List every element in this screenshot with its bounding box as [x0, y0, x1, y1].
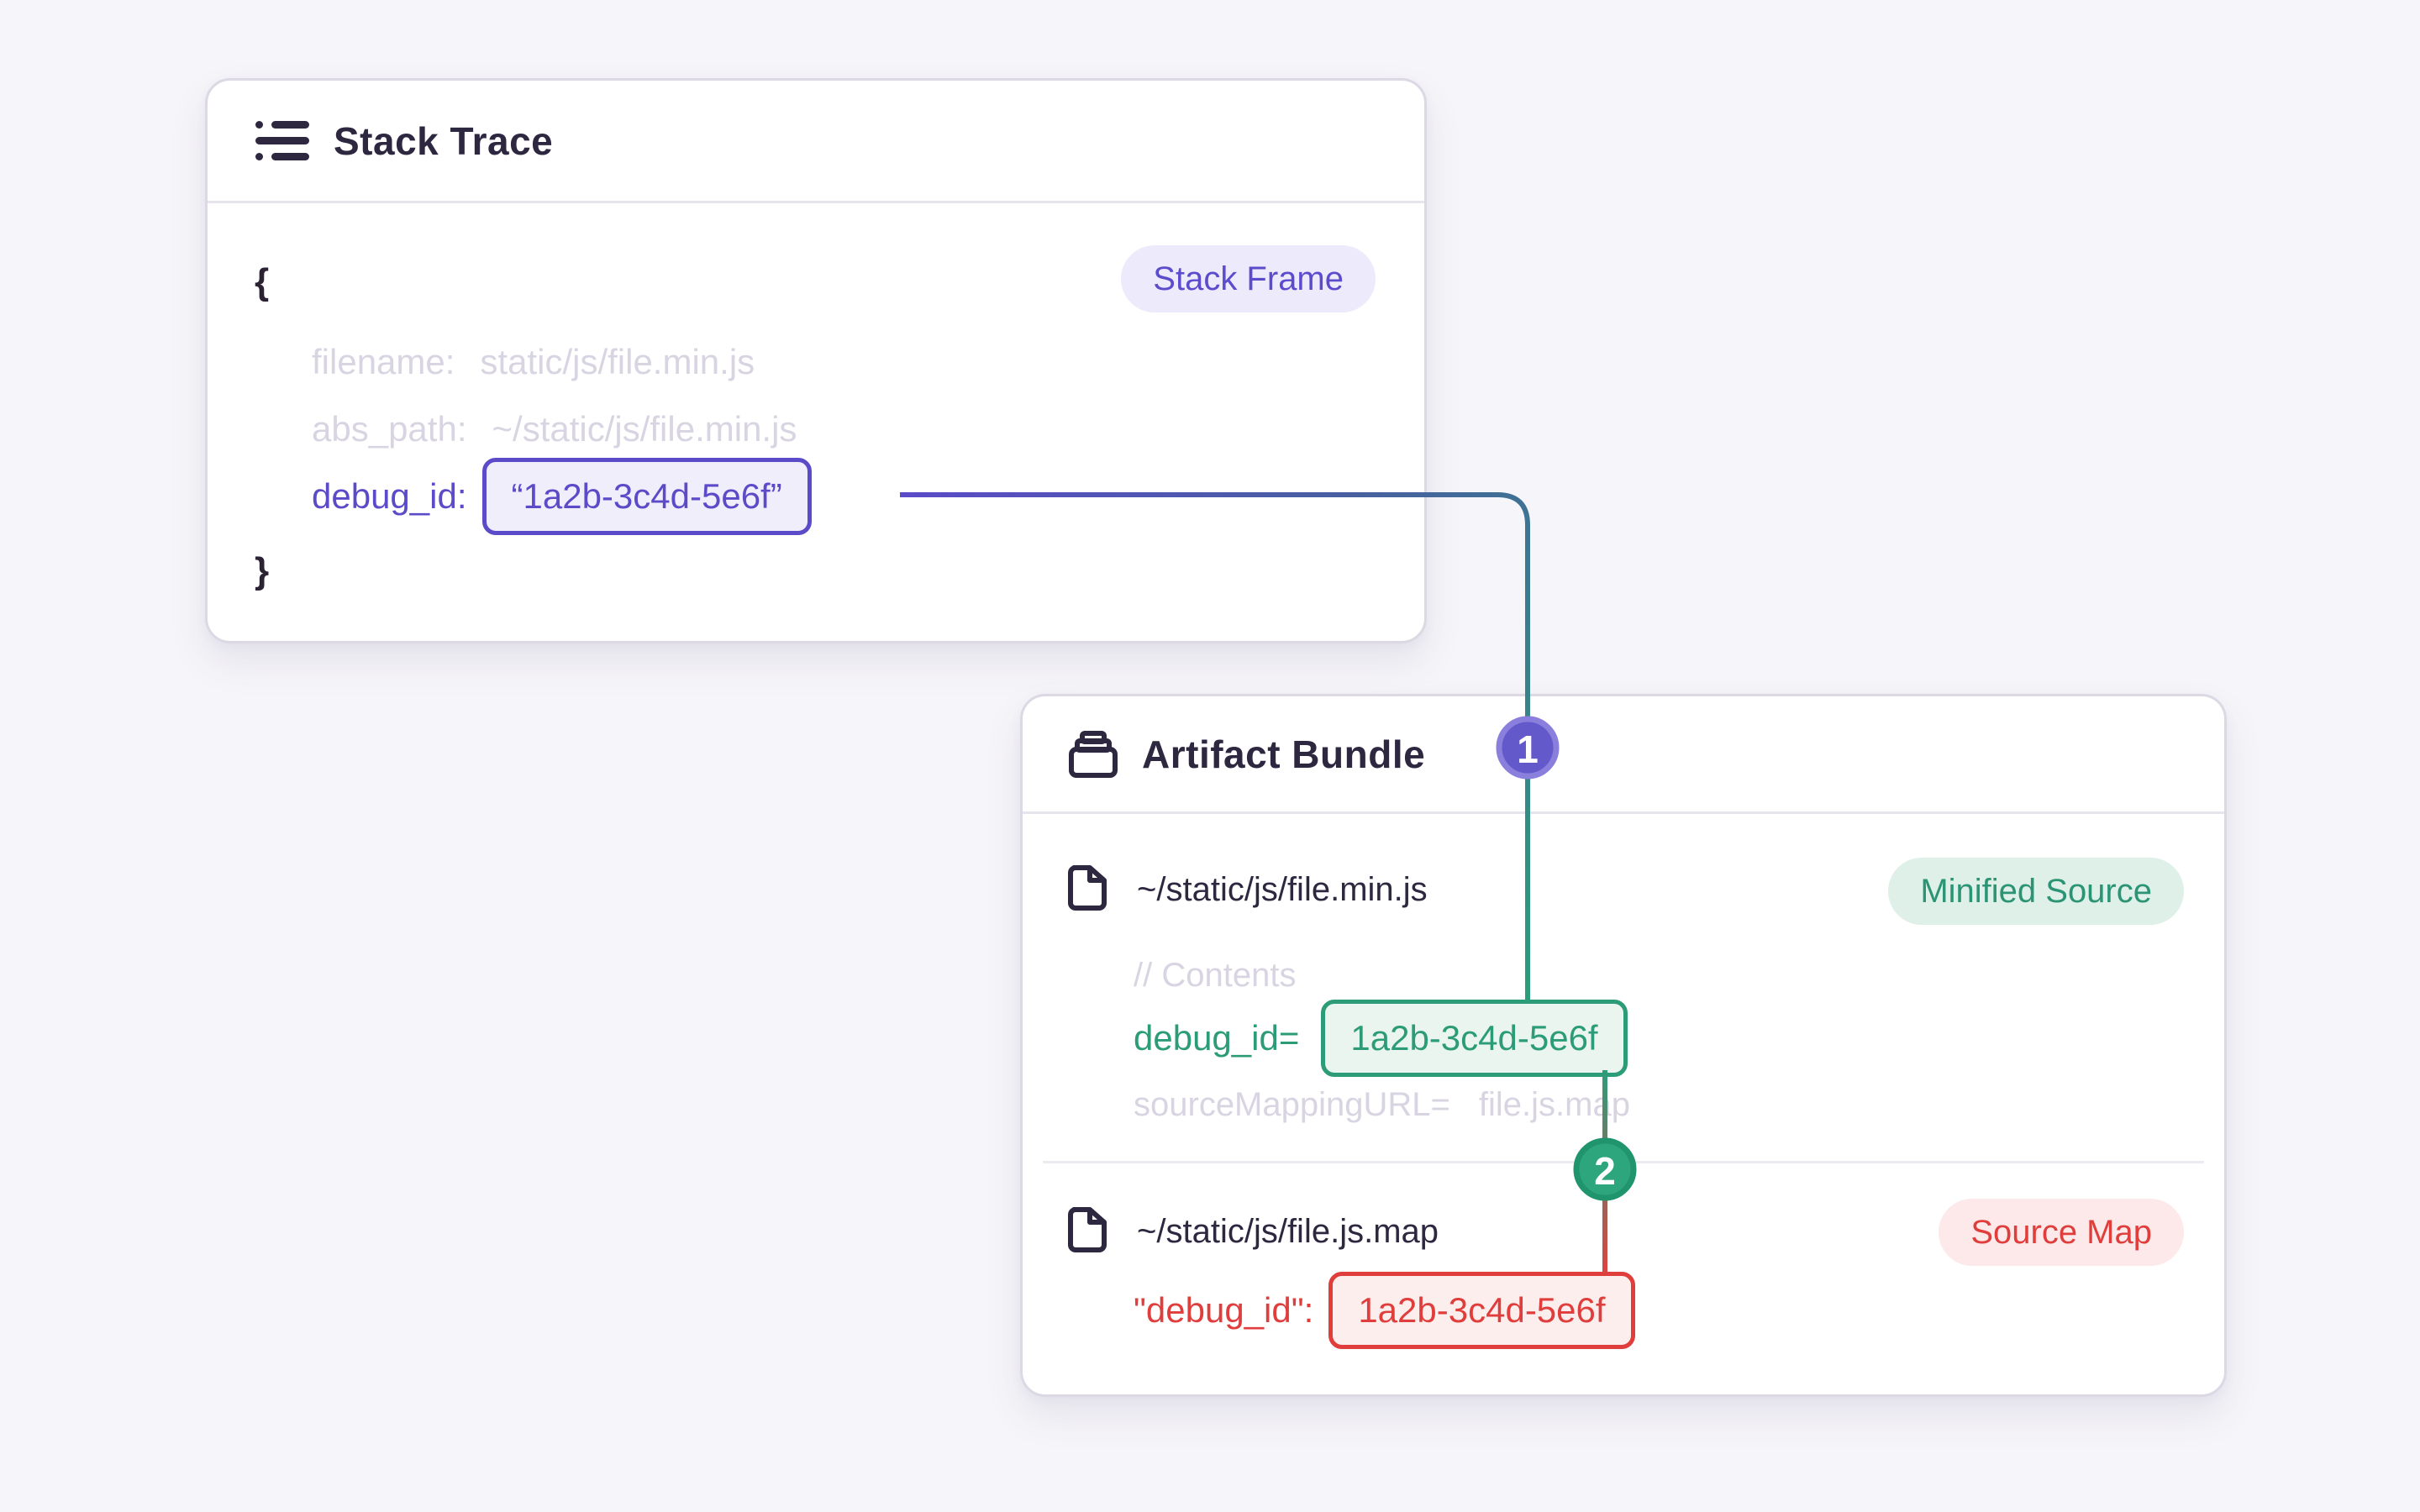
artifact-bundle-header: Artifact Bundle [1023, 696, 2224, 814]
file-icon [1068, 864, 1107, 915]
bundle-debug-id-line: debug_id= 1a2b-3c4d-5e6f [1134, 1000, 1628, 1077]
sourcemap-debug-id-line: "debug_id": 1a2b-3c4d-5e6f [1134, 1272, 1635, 1349]
row-divider [1043, 1161, 2204, 1163]
minified-file-row: ~/static/js/file.min.js [1068, 854, 1428, 925]
source-mapping-line: sourceMappingURL= file.js.map [1134, 1069, 1630, 1140]
source-mapping-key: sourceMappingURL= [1134, 1085, 1450, 1123]
artifact-bundle-title: Artifact Bundle [1142, 732, 1426, 776]
stack-frame-badge: Stack Frame [1121, 245, 1376, 312]
bundle-debug-id-key: debug_id= [1134, 1018, 1300, 1058]
abs-path-value: ~/static/js/file.min.js [492, 409, 797, 449]
sourcemap-debug-id-key: "debug_id": [1134, 1290, 1314, 1330]
bundle-debug-id-value-box: 1a2b-3c4d-5e6f [1321, 1000, 1628, 1077]
sourcemap-debug-id-value-box: 1a2b-3c4d-5e6f [1328, 1272, 1635, 1349]
stack-debug-id-line: debug_id: “1a2b-3c4d-5e6f” [312, 458, 812, 535]
stack-debug-id-key: debug_id: [312, 476, 467, 516]
json-open-brace: { [255, 261, 270, 302]
archive-icon [1068, 730, 1118, 779]
stack-trace-title: Stack Trace [334, 118, 554, 163]
stack-trace-header: Stack Trace [208, 81, 1424, 203]
stack-list-icon [255, 118, 310, 165]
filename-value: static/js/file.min.js [480, 342, 755, 381]
stack-trace-card: Stack Trace Stack Frame { filename: stati… [205, 78, 1427, 643]
filename-key: filename: [312, 342, 455, 381]
json-close-brace: } [255, 550, 270, 591]
minified-source-badge: Minified Source [1888, 858, 2184, 925]
abs-path-key: abs_path: [312, 409, 467, 449]
artifact-bundle-card: Artifact Bundle ~/static/js/file.min.js … [1020, 694, 2227, 1397]
filename-line: filename: static/js/file.min.js [312, 327, 755, 397]
file-icon [1068, 1206, 1107, 1257]
sourcemap-file-row: ~/static/js/file.js.map [1068, 1196, 1439, 1267]
abs-path-line: abs_path: ~/static/js/file.min.js [312, 394, 797, 465]
stack-debug-id-value-box: “1a2b-3c4d-5e6f” [481, 458, 812, 535]
source-map-badge: Source Map [1939, 1199, 2184, 1266]
minified-file-name: ~/static/js/file.min.js [1137, 870, 1428, 908]
contents-comment: // Contents [1134, 956, 1297, 994]
sourcemap-file-name: ~/static/js/file.js.map [1137, 1212, 1439, 1250]
source-mapping-value: file.js.map [1478, 1085, 1630, 1123]
